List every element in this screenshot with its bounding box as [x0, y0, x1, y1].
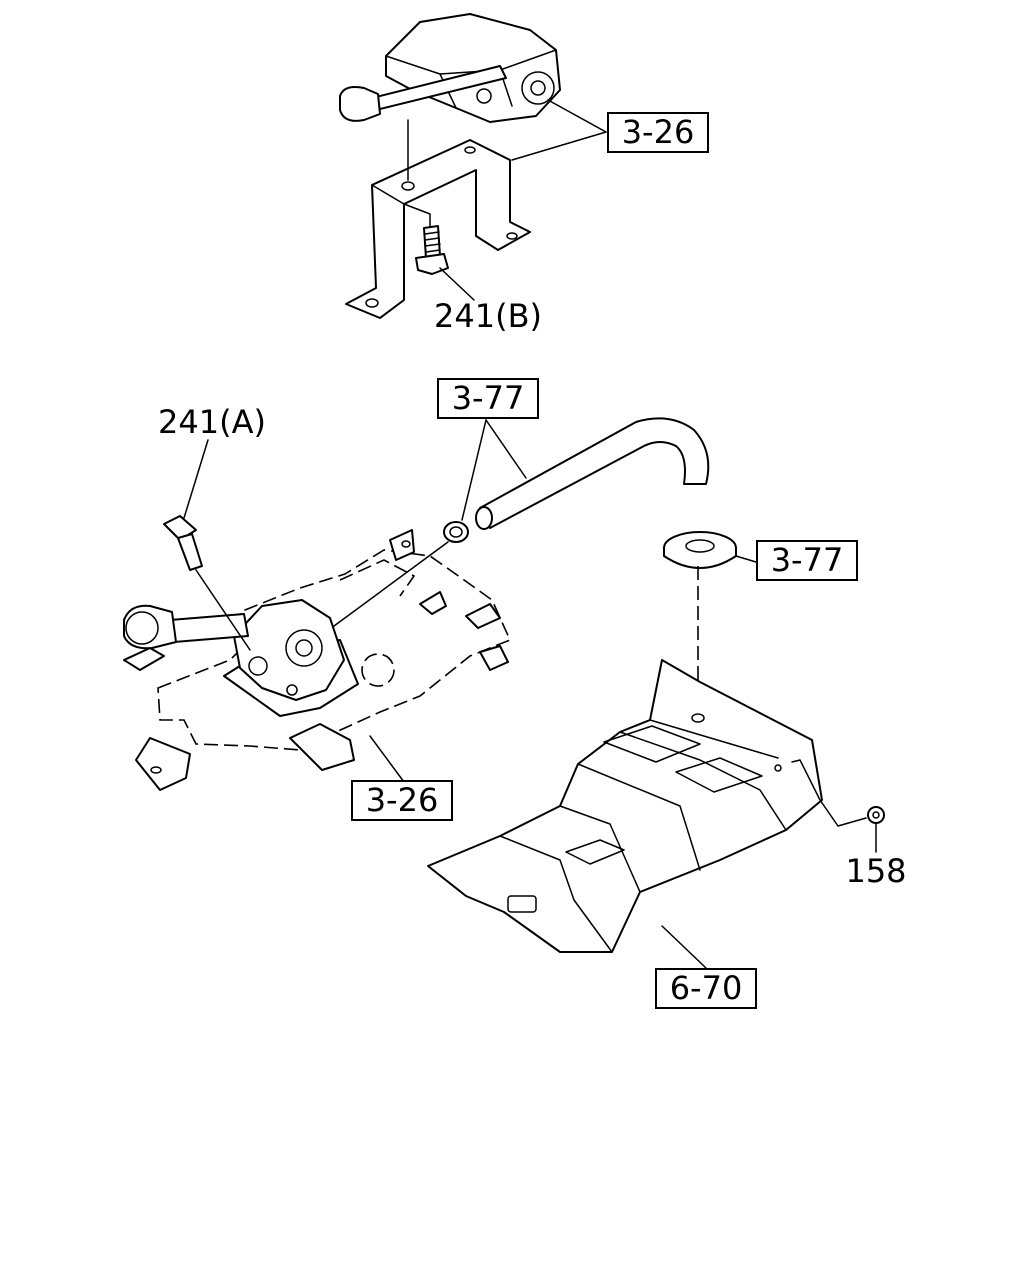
callout-3-77-top: 3-77 [437, 378, 539, 419]
callout-3-26-top-text: 3-26 [622, 113, 695, 151]
callout-6-70-text: 6-70 [670, 969, 743, 1007]
label-241-b: 241(B) [434, 297, 542, 335]
callout-3-26-top: 3-26 [607, 112, 709, 153]
callout-3-26-bottom: 3-26 [351, 780, 453, 821]
floor-cover-assembly [427, 659, 885, 969]
callout-3-77-right: 3-77 [756, 540, 858, 581]
top-shift-lever-assembly [339, 13, 607, 319]
callout-6-70: 6-70 [655, 968, 757, 1009]
label-158: 158 [845, 852, 906, 890]
label-241-a: 241(A) [158, 403, 266, 441]
hose-and-boot-assembly [461, 417, 757, 712]
callout-3-77-right-text: 3-77 [771, 541, 844, 579]
callout-3-77-top-text: 3-77 [452, 379, 525, 417]
bottom-lever-bracket-assembly [123, 439, 512, 791]
callout-3-26-bottom-text: 3-26 [366, 781, 439, 819]
